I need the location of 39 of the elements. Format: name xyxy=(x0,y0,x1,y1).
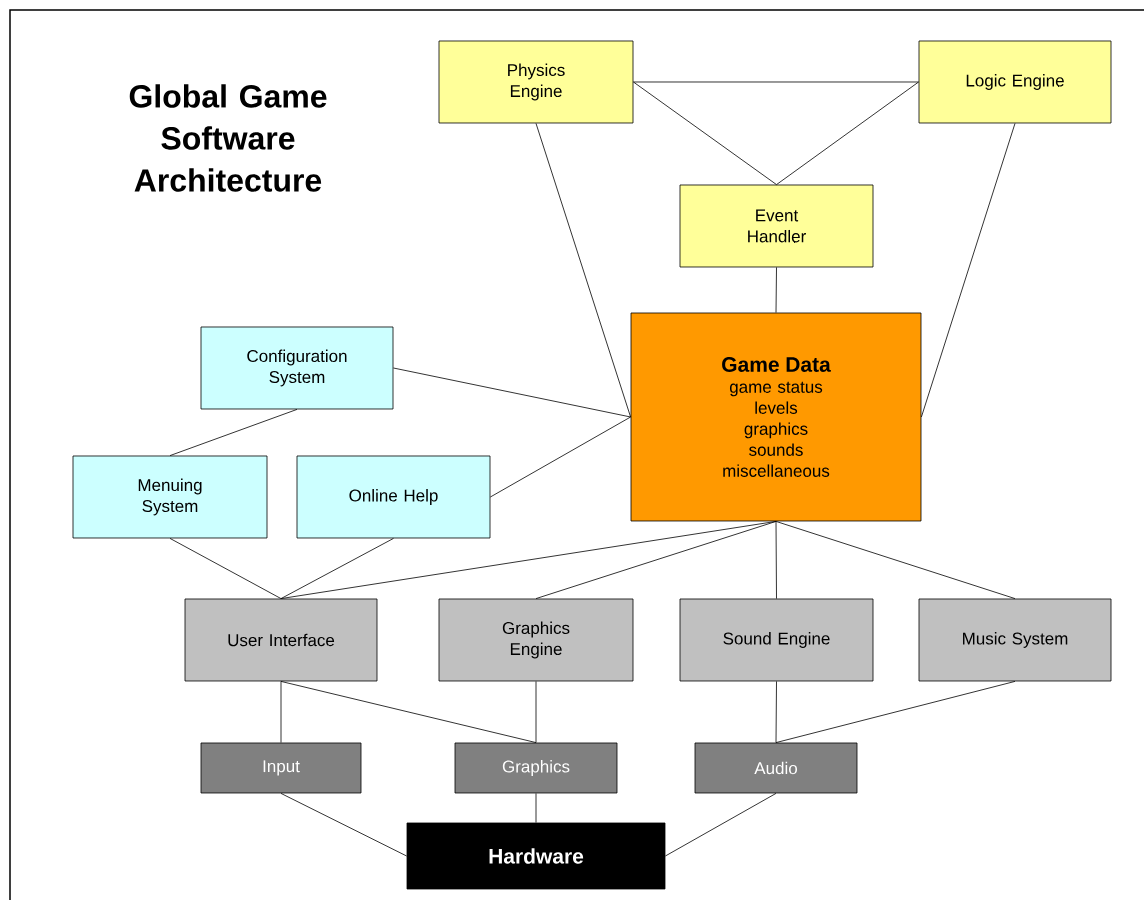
connector-line xyxy=(775,521,1016,599)
connector-line xyxy=(169,409,298,456)
subsystem-box: User Interface xyxy=(184,598,378,682)
connector-line xyxy=(633,81,777,185)
subsystem-box: Music System xyxy=(918,598,1112,682)
connector-line xyxy=(280,793,407,857)
engine-box: Physics Engine xyxy=(438,40,634,124)
connector-line xyxy=(535,793,537,823)
connector-line xyxy=(775,521,777,599)
data-box: Game Data game status levels graphics sounds miscellaneous xyxy=(630,312,922,522)
connector-line xyxy=(633,81,919,83)
connector-line xyxy=(775,681,1016,743)
connector-line xyxy=(776,81,919,185)
driver-box: Input xyxy=(200,742,362,794)
driver-box: Audio xyxy=(694,742,858,794)
connector-line xyxy=(490,416,631,498)
system-box: Online Help xyxy=(296,455,491,539)
connector-line xyxy=(775,681,777,743)
subsystem-box: Graphics Engine xyxy=(438,598,634,682)
connector-line xyxy=(535,123,631,418)
connector-line xyxy=(280,681,282,743)
connector-line xyxy=(393,367,631,418)
connector-line xyxy=(775,267,777,313)
connector-line xyxy=(665,793,777,857)
connector-line xyxy=(921,123,1016,418)
engine-box: Logic Engine xyxy=(918,40,1112,124)
handler-box: Event Handler xyxy=(679,184,874,268)
system-box: Configuration System xyxy=(200,326,394,410)
title: Global Game Software Architecture xyxy=(129,84,327,192)
connector-line xyxy=(535,521,777,599)
driver-box: Graphics xyxy=(454,742,618,794)
connector-line xyxy=(169,538,282,599)
hardware-box: Hardware xyxy=(406,822,666,890)
connector-line xyxy=(280,681,537,743)
connector-line xyxy=(280,521,777,599)
system-box: Menuing System xyxy=(72,455,268,539)
connector-line xyxy=(535,681,537,743)
subsystem-box: Sound Engine xyxy=(679,598,874,682)
connector-line xyxy=(280,538,394,599)
